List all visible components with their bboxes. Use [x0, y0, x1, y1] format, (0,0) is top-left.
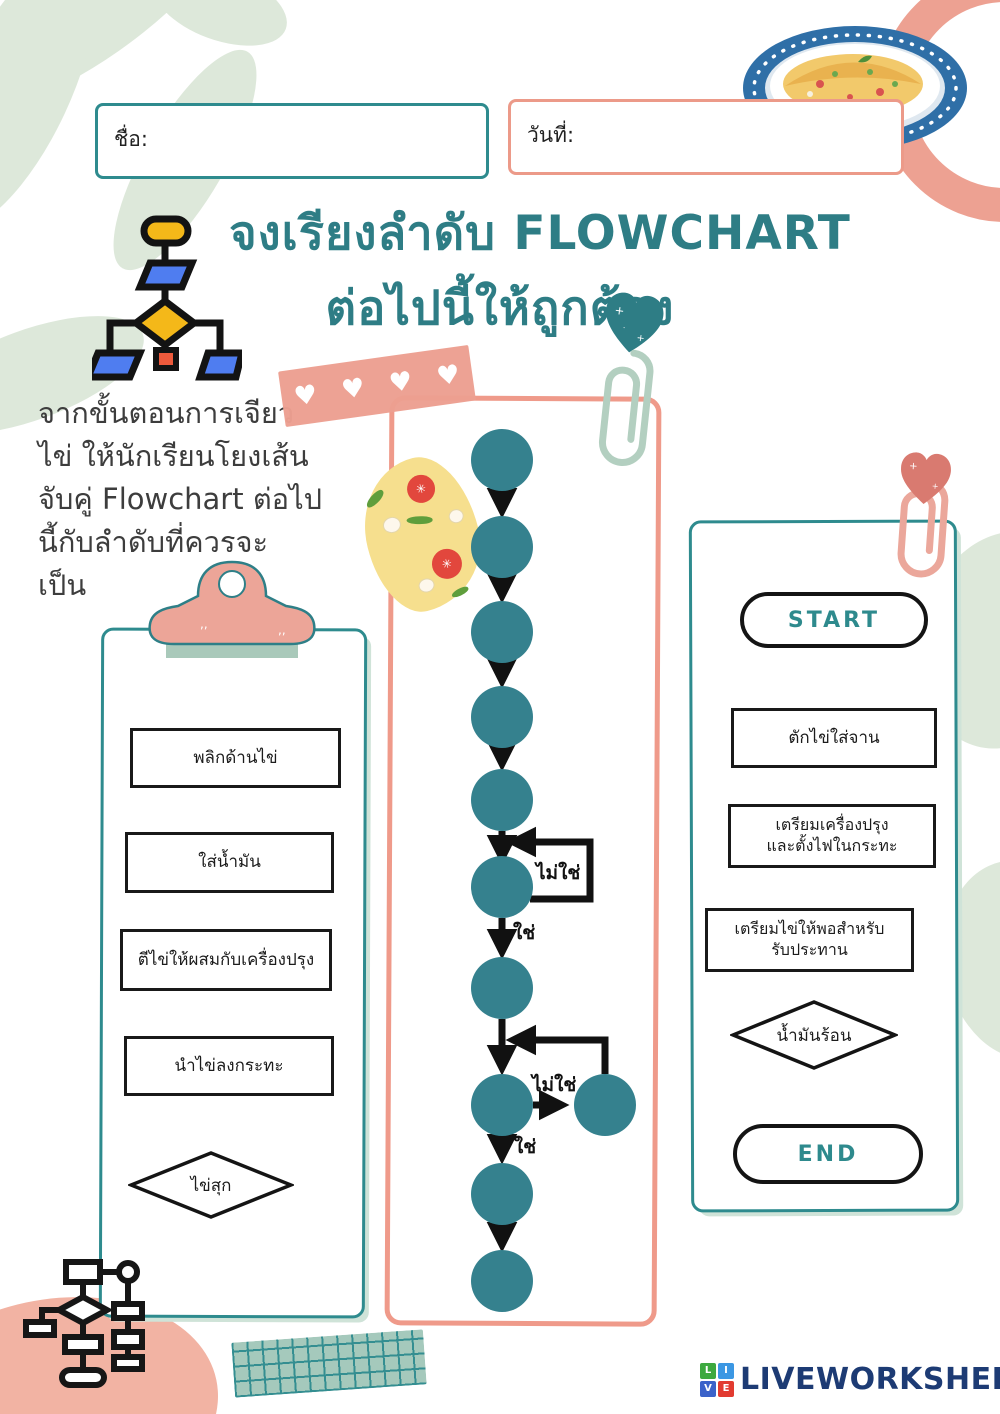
flow-arrows [486, 487, 609, 1253]
svg-text:.: . [623, 321, 627, 330]
option-box-egg-in-pan[interactable]: นำไข่ลงกระทะ [124, 1036, 334, 1096]
leaf-blob-decoration [142, 0, 298, 62]
start-label: START [787, 607, 881, 633]
svg-text:+: + [614, 303, 626, 318]
yes-label-2: ใช่ [514, 1136, 537, 1158]
name-field[interactable]: ชื่อ: [95, 103, 489, 179]
end-label: END [797, 1141, 859, 1167]
liveworksheets-logo-icon: L I V E [700, 1362, 734, 1397]
option-label: นำไข่ลงกระทะ [174, 1055, 284, 1076]
step-box-prepare-eggs[interactable]: เตรียมไข่ให้พอสำหรับ รับประทาน [705, 908, 914, 972]
step-label: ตักไข่ใส่จาน [788, 727, 880, 748]
start-terminator[interactable]: START [740, 592, 928, 648]
step-label: เตรียมเครื่องปรุง และตั้งไฟในกระทะ [766, 815, 898, 855]
svg-text:+: + [636, 333, 645, 345]
step-box-prepare-seasoning[interactable]: เตรียมเครื่องปรุง และตั้งไฟในกระทะ [728, 804, 936, 868]
flow-step-circle-3[interactable] [471, 601, 533, 663]
logo-letter: V [700, 1380, 716, 1397]
date-label: วันที่: [527, 123, 575, 147]
flowchart-doodle-icon [23, 1259, 145, 1388]
logo-letter: L [700, 1362, 716, 1379]
page-title-line2: ต่อไปนี้ให้ถูกต้อง [325, 281, 675, 336]
option-box-flip-egg[interactable]: พลิกด้านไข่ [130, 728, 341, 788]
svg-text:,,: ,, [278, 623, 286, 637]
logo-letter: I [718, 1362, 734, 1379]
flow-step-circle-2[interactable] [471, 516, 533, 578]
flow-step-circle-9[interactable] [471, 1163, 533, 1225]
option-label: ตีไข่ให้ผสมกับเครื่องปรุง [137, 949, 315, 970]
svg-text:,,: ,, [200, 617, 208, 631]
option-label: ใส่น้ำมัน [198, 852, 261, 873]
option-label: พลิกด้านไข่ [193, 747, 278, 768]
step-diamond-oil-hot[interactable]: น้ำมันร้อน [730, 1000, 898, 1070]
step-label: เตรียมไข่ให้พอสำหรับ รับประทาน [734, 919, 885, 959]
instructions-text: จากขั้นตอนการเจียว ไข่ ให้นักเรียนโยงเส้… [38, 396, 323, 602]
grid-tape-decoration [231, 1329, 427, 1398]
flow-step-circle-4[interactable] [471, 686, 533, 748]
brand-text: LIVEWORKSHEETS [740, 1362, 1000, 1397]
option-label: ไข่สุก [190, 1175, 232, 1196]
end-terminator[interactable]: END [733, 1124, 923, 1184]
heart-icon: ♥ [434, 359, 462, 393]
yes-label-1: ใช่ [513, 922, 536, 944]
step-box-plate-egg[interactable]: ตักไข่ใส่จาน [731, 708, 937, 768]
svg-text:+: + [932, 482, 939, 491]
binder-clip-decoration: ,, ,, [148, 560, 316, 658]
flow-step-circle-1[interactable] [471, 429, 533, 491]
heart-icon: ♥ [339, 372, 367, 406]
paperclip-icon [599, 349, 654, 466]
flow-step-circle-6[interactable] [471, 856, 533, 918]
page-title-line1: จงเรียงลำดับ FLOWCHART [229, 206, 851, 261]
option-box-add-oil[interactable]: ใส่น้ำมัน [125, 832, 334, 893]
flow-step-circle-8[interactable] [471, 1074, 533, 1136]
date-field[interactable]: วันที่: [508, 99, 904, 175]
middle-flowchart [471, 429, 636, 1312]
heart-decoration: + + . [606, 292, 664, 353]
flow-step-circle-7[interactable] [471, 957, 533, 1019]
flowchart-icon [92, 215, 242, 381]
diamond-shape [128, 1151, 294, 1219]
heart-icon: ♥ [387, 366, 415, 400]
heart-icon: ♥ [292, 379, 320, 413]
flow-step-circle-5[interactable] [471, 769, 533, 831]
logo-letter: E [718, 1380, 734, 1397]
option-diamond-egg-cooked[interactable]: ไข่สุก [128, 1151, 294, 1219]
liveworksheets-logo: L I V E LIVEWORKSHEETS [700, 1362, 1000, 1397]
no-label-1: ไม่ใช่ [536, 862, 581, 884]
flow-branch-circle[interactable] [574, 1074, 636, 1136]
step-label: น้ำมันร้อน [776, 1025, 852, 1046]
name-label: ชื่อ: [114, 127, 148, 151]
option-box-beat-egg[interactable]: ตีไข่ให้ผสมกับเครื่องปรุง [120, 929, 332, 991]
flow-step-circle-10[interactable] [471, 1250, 533, 1312]
diamond-shape [730, 1000, 898, 1070]
heart-paperclip-icon: + + [897, 452, 951, 578]
svg-text:+: + [909, 461, 918, 473]
no-label-2: ไม่ใช่ [532, 1074, 577, 1096]
